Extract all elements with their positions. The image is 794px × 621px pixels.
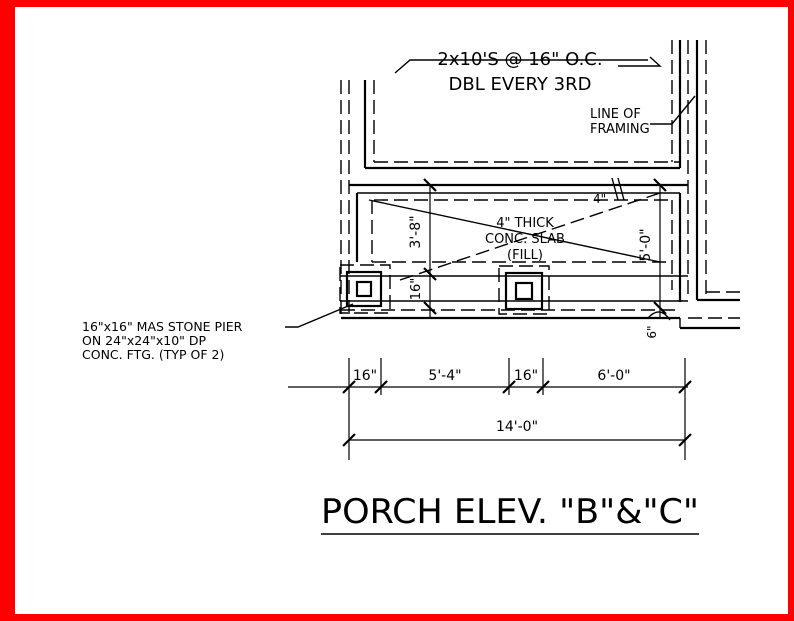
slab-note-line2: CONC. SLAB bbox=[485, 232, 565, 247]
dim-3-8: 3'-8" bbox=[408, 215, 424, 248]
dim-seg-16a: 16" bbox=[353, 368, 377, 384]
dim-seg-6-0: 6'-0" bbox=[597, 368, 630, 384]
pier-note: 16"x16" MAS STONE PIER ON 24"x24"x10" DP… bbox=[82, 303, 354, 362]
framing-note-line1: LINE OF bbox=[590, 107, 641, 122]
pier-note-line2: ON 24"x24"x10" DP bbox=[82, 333, 207, 348]
slab-note: 4" THICK CONC. SLAB (FILL) bbox=[485, 216, 565, 263]
dim-seg-5-4: 5'-4" bbox=[428, 368, 461, 384]
horizontal-dimensions: 16" 5'-4" 16" 6'-0" 14'-0" bbox=[288, 358, 692, 460]
stone-pier-right bbox=[498, 265, 550, 315]
dim-step-4: 4" bbox=[593, 192, 606, 206]
joist-note-line2: DBL EVERY 3RD bbox=[449, 74, 592, 95]
pier-note-line1: 16"x16" MAS STONE PIER bbox=[82, 319, 243, 334]
framing-note: LINE OF FRAMING bbox=[590, 95, 696, 137]
dim-step-6: 6" bbox=[645, 325, 659, 338]
porch-slab bbox=[340, 183, 740, 330]
slab-note-line3: (FILL) bbox=[507, 248, 543, 263]
stone-pier-left bbox=[339, 264, 391, 314]
slab-note-line1: 4" THICK bbox=[496, 216, 554, 231]
pier-note-line3: CONC. FTG. (TYP OF 2) bbox=[82, 347, 224, 362]
framing-note-line2: FRAMING bbox=[590, 122, 650, 137]
vertical-dimensions: 3'-8" 16" 5'-0" 4" 6" bbox=[408, 177, 671, 339]
dim-pier-16-vertical: 16" bbox=[409, 278, 424, 301]
dim-overall: 14'-0" bbox=[496, 419, 538, 435]
dim-5-0: 5'-0" bbox=[638, 228, 654, 261]
house-framing bbox=[340, 40, 740, 318]
drawing-title: PORCH ELEV. "B"&"C" bbox=[321, 492, 699, 535]
page-title: PORCH ELEV. "B"&"C" bbox=[321, 492, 699, 532]
joist-note: 2x10'S @ 16" O.C. DBL EVERY 3RD bbox=[394, 49, 662, 95]
dim-seg-16b: 16" bbox=[514, 368, 538, 384]
